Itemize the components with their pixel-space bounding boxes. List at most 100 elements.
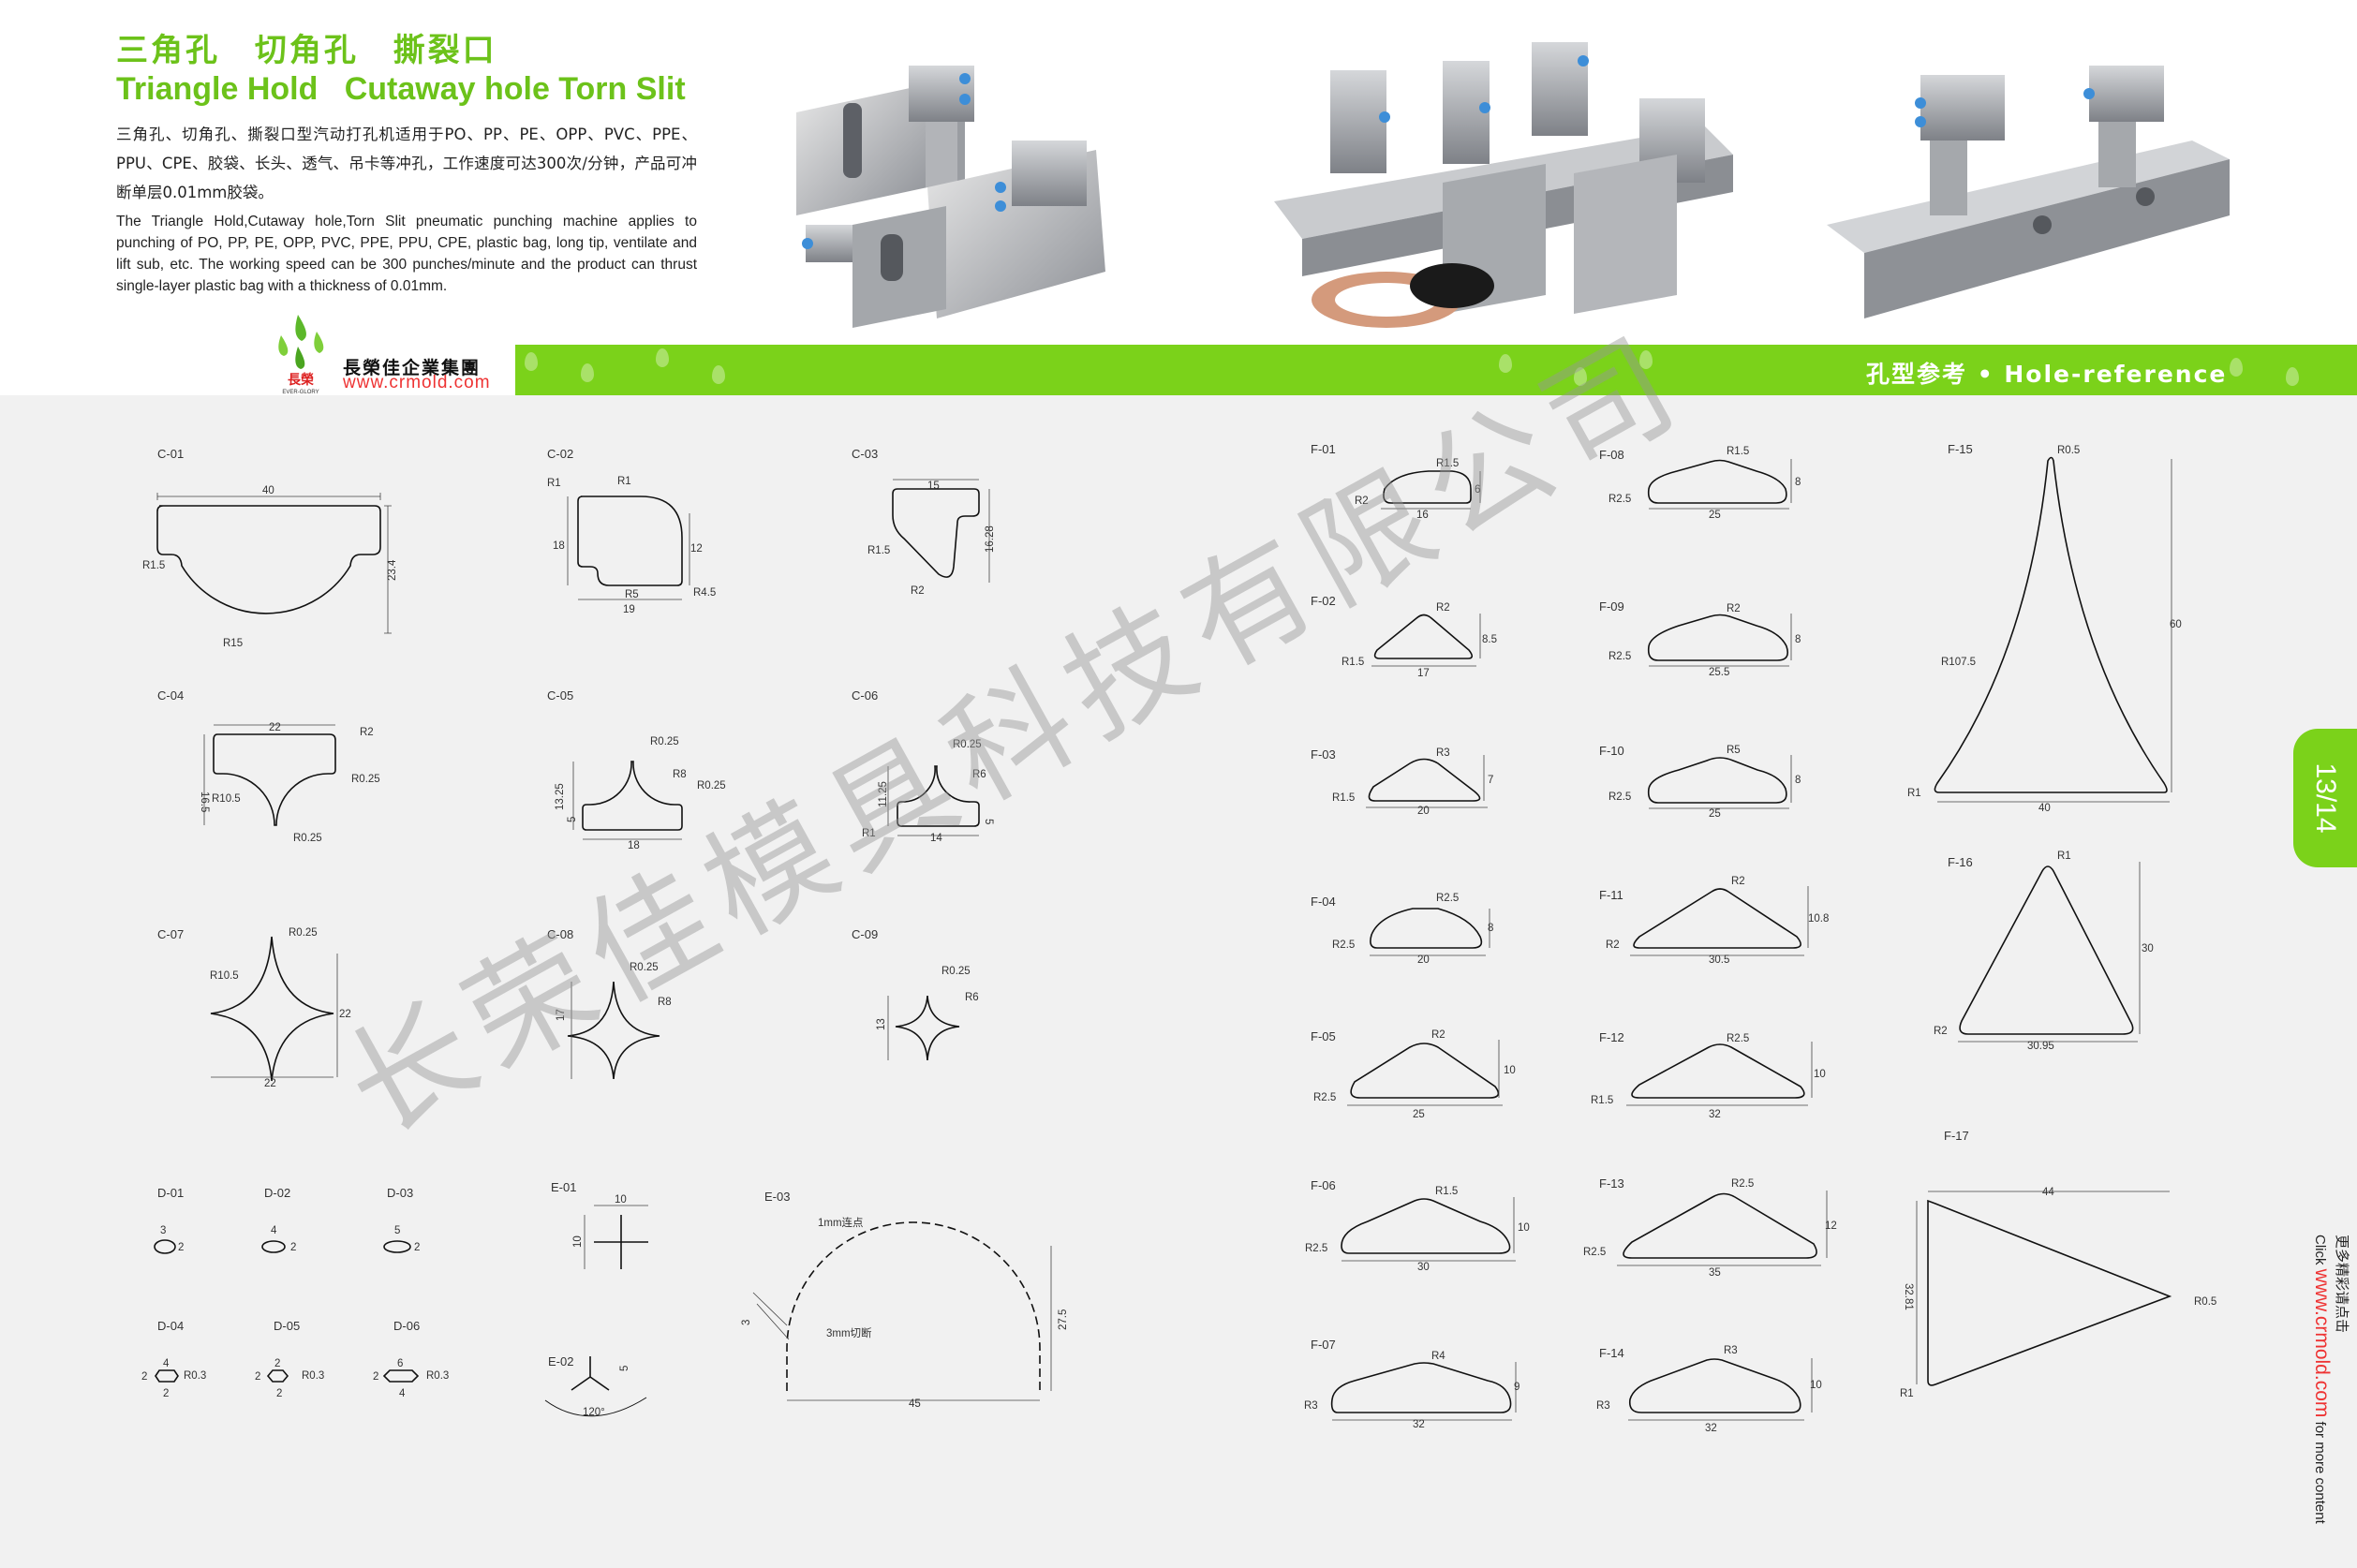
dim-f11-w: 30.5 — [1709, 954, 1729, 966]
dim-c03-r2: R2 — [911, 585, 925, 597]
shape-c06 — [897, 765, 980, 827]
dim-f10-h: 8 — [1795, 775, 1801, 786]
shape-f07 — [1330, 1362, 1512, 1413]
side-link-text: 更多精彩请点击 Click www.crmold.com for more co… — [2310, 1235, 2352, 1524]
dim-f09-w: 25.5 — [1709, 667, 1729, 678]
dim-f08-r2: R2.5 — [1608, 494, 1631, 505]
dim-e03-n1: 1mm连点 — [818, 1216, 864, 1229]
hole-reference-heading: 孔型参考 • Hole-reference — [1866, 361, 2228, 388]
label-c04: C-04 — [157, 688, 184, 703]
dim-c06-w: 14 — [930, 833, 942, 844]
dim-c04-r105: R10.5 — [212, 793, 241, 805]
dim-d05-h: 2 — [255, 1371, 260, 1383]
dim-d04-h: 2 — [141, 1371, 147, 1383]
shape-c02 — [577, 496, 683, 586]
dim-d03-w: 5 — [394, 1225, 400, 1236]
label-c06: C-06 — [852, 688, 878, 703]
shape-e01 — [594, 1215, 648, 1269]
label-e03: E-03 — [764, 1190, 790, 1204]
description-english: The Triangle Hold,Cutaway hole,Torn Slit… — [116, 214, 697, 294]
dim-c04-w: 22 — [269, 722, 281, 733]
dim-f16-r: R1 — [2057, 851, 2071, 862]
dim-c05-h: 13.25 — [555, 783, 566, 810]
dim-c03-r1: R1.5 — [867, 545, 890, 556]
dim-c04-r025a: R0.25 — [351, 774, 380, 785]
label-f07: F-07 — [1311, 1338, 1336, 1352]
shape-d03 — [383, 1240, 411, 1253]
dim-f16-w: 30.95 — [2027, 1041, 2054, 1052]
shape-f03 — [1368, 758, 1481, 802]
dim-f03-h: 7 — [1488, 775, 1493, 786]
shape-c09 — [895, 995, 960, 1061]
dim-f10-w: 25 — [1709, 808, 1721, 820]
label-c03: C-03 — [852, 447, 878, 461]
dim-c02-h2: 12 — [690, 543, 703, 555]
dim-e03-w: 45 — [909, 1398, 921, 1410]
dim-d06-w: 6 — [397, 1358, 403, 1369]
dim-f16-h: 30 — [2142, 943, 2154, 954]
dim-d06-b: 4 — [399, 1388, 406, 1399]
label-f13: F-13 — [1599, 1176, 1624, 1191]
dim-c06-r1: R1 — [862, 828, 876, 839]
dim-c04-r2: R2 — [360, 727, 374, 738]
dim-d01-w: 3 — [160, 1225, 166, 1236]
shape-f02 — [1373, 614, 1474, 659]
dim-d05-b: 2 — [276, 1388, 282, 1399]
dim-d04-r: R0.3 — [184, 1370, 206, 1382]
shape-f08 — [1647, 459, 1787, 504]
label-d05: D-05 — [274, 1319, 300, 1333]
label-f15: F-15 — [1948, 442, 1973, 456]
machine-photo-2 — [1274, 42, 1733, 328]
shape-d04 — [155, 1369, 179, 1383]
dim-d05-r: R0.3 — [302, 1370, 324, 1382]
dim-f04-r2: R2.5 — [1332, 939, 1355, 951]
page-number: 13/14 — [2310, 762, 2341, 834]
dim-d06-r: R0.3 — [426, 1370, 449, 1382]
dim-d04-b: 2 — [163, 1388, 169, 1399]
label-d04: D-04 — [157, 1319, 184, 1333]
company-name: 長榮佳企業集團 — [343, 358, 482, 378]
shape-d05 — [266, 1369, 289, 1383]
shape-c08 — [567, 981, 660, 1080]
dim-c01-h: 23.4 — [387, 559, 398, 581]
label-c01: C-01 — [157, 447, 184, 461]
dim-f03-r: R3 — [1436, 747, 1450, 759]
dim-c05-h2: 5 — [567, 817, 578, 822]
company-url[interactable]: www.crmold.com — [343, 373, 491, 392]
dim-f09-r: R2 — [1727, 603, 1741, 614]
drawing-canvas — [0, 395, 2357, 1568]
dim-f12-r: R2.5 — [1727, 1033, 1749, 1044]
dim-f12-r2: R1.5 — [1591, 1095, 1613, 1106]
dim-e03-h: 27.5 — [1058, 1309, 1069, 1330]
dim-f11-r: R2 — [1731, 876, 1745, 887]
shape-f10 — [1647, 757, 1787, 804]
label-d01: D-01 — [157, 1186, 184, 1200]
label-d06: D-06 — [393, 1319, 420, 1333]
label-f04: F-04 — [1311, 895, 1336, 909]
dim-f06-r: R1.5 — [1435, 1186, 1458, 1197]
dim-f14-r2: R3 — [1596, 1400, 1610, 1412]
label-c07: C-07 — [157, 927, 184, 941]
machine-photo-1 — [796, 66, 1105, 328]
shape-f16 — [1959, 865, 2134, 1035]
shape-f06 — [1341, 1198, 1511, 1254]
dim-f06-r2: R2.5 — [1305, 1243, 1327, 1254]
dim-c05-r025a: R0.25 — [650, 736, 679, 747]
dim-f01-w: 16 — [1416, 510, 1429, 521]
dim-c01-r2: R15 — [223, 638, 243, 649]
shape-f12 — [1631, 1043, 1805, 1099]
title-chinese: 三角孔 切角孔 撕裂口 — [116, 32, 497, 69]
dim-d06-h: 2 — [373, 1371, 378, 1383]
label-e02: E-02 — [548, 1354, 573, 1368]
dim-c05-r8: R8 — [673, 769, 687, 780]
side-text-line1: 更多精彩请点击 — [2334, 1235, 2350, 1334]
dim-e03-n2: 3mm切断 — [826, 1326, 872, 1339]
dim-d01-h: 2 — [178, 1242, 184, 1253]
dim-c02-r1a: R1 — [547, 478, 561, 489]
logo-mark-cn: 長榮 — [288, 372, 314, 388]
dim-f14-h: 10 — [1810, 1380, 1822, 1391]
dim-c08-h: 17 — [556, 1009, 567, 1021]
shape-c04 — [213, 733, 336, 826]
dim-c02-r1b: R1 — [617, 476, 631, 487]
side-url[interactable]: www.crmold.com — [2311, 1268, 2333, 1418]
